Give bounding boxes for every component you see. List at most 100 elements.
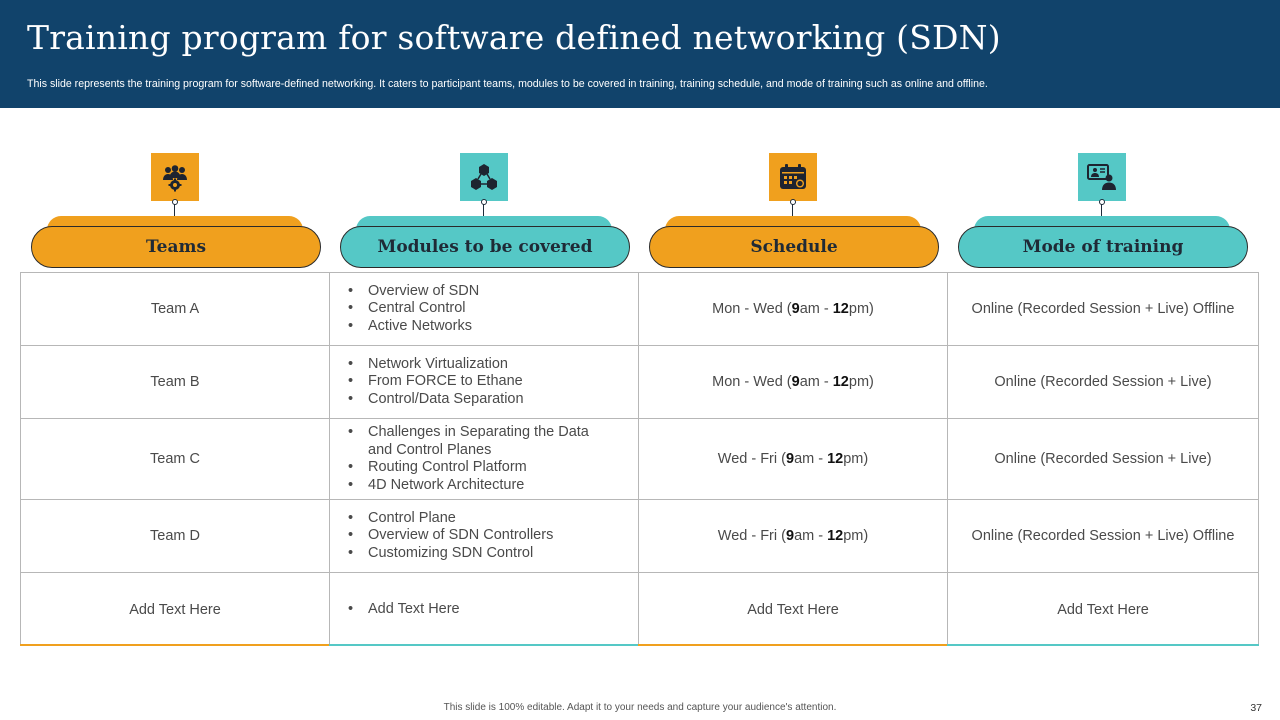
schedule-text: Mon - Wed (9am - 12pm) <box>712 374 874 390</box>
schedule-start: 9 <box>791 374 800 390</box>
schedule-start: 9 <box>785 528 795 544</box>
connector-dot <box>1098 199 1105 205</box>
list-item: Overview of SDN Controllers <box>348 527 553 545</box>
list-item: Routing Control Platform <box>348 459 610 477</box>
module-list: Overview of SDN Central Control Active N… <box>348 283 479 336</box>
table-cell-modules: Network Virtualization From FORCE to Eth… <box>329 345 639 419</box>
list-item: Add Text Here <box>348 601 460 619</box>
list-item: Control Plane <box>348 510 553 528</box>
header-pill-schedule: Schedule <box>649 226 939 268</box>
header-pill-modules: Modules to be covered <box>340 226 630 268</box>
footer-note: This slide is 100% editable. Adapt it to… <box>443 702 837 713</box>
table-cell-mode: Online (Recorded Session + Live) Offline <box>947 499 1259 573</box>
connector-line <box>1101 201 1102 217</box>
schedule-start-suffix: am - <box>794 451 828 467</box>
table-cell-team: Team B <box>20 345 330 419</box>
list-item: 4D Network Architecture <box>348 477 610 495</box>
table-cell-modules: Challenges in Separating the Data and Co… <box>329 418 639 500</box>
list-item: Customizing SDN Control <box>348 545 553 563</box>
header-pill-teams: Teams <box>31 226 321 268</box>
column-header-schedule: Schedule <box>649 153 939 269</box>
mode-text: Online (Recorded Session + Live) <box>994 451 1212 467</box>
hexagon-network-icon-graphic <box>471 164 497 190</box>
schedule-start-suffix: am - <box>799 301 833 317</box>
table-cell-schedule: Mon - Wed (9am - 12pm) <box>638 272 948 346</box>
hexagon-network-icon <box>460 153 508 201</box>
table-cell-team: Add Text Here <box>20 572 330 646</box>
connector-dot <box>480 199 487 205</box>
schedule-text: Wed - Fri (9am - 12pm) <box>717 451 869 467</box>
connector-dot <box>171 199 178 205</box>
schedule-days: Mon - Wed <box>712 374 783 390</box>
schedule-end-suffix: pm <box>843 451 864 467</box>
module-list: Challenges in Separating the Data and Co… <box>348 424 610 494</box>
table-cell-modules: Overview of SDN Central Control Active N… <box>329 272 639 346</box>
schedule-days: Wed - Fri <box>717 451 778 467</box>
mode-text: Add Text Here <box>1057 601 1149 618</box>
list-item: Central Control <box>348 300 479 318</box>
table-cell-schedule: Wed - Fri (9am - 12pm) <box>638 418 948 500</box>
list-item: From FORCE to Ethane <box>348 373 524 391</box>
schedule-end-suffix: pm <box>848 301 870 317</box>
table-cell-mode: Online (Recorded Session + Live) Offline <box>947 272 1259 346</box>
schedule-days: Wed - Fri <box>717 528 778 544</box>
list-item: Challenges in Separating the Data and Co… <box>348 424 610 459</box>
calendar-icon-graphic <box>780 164 806 189</box>
module-list: Network Virtualization From FORCE to Eth… <box>348 356 524 409</box>
table-cell-modules: Add Text Here <box>329 572 639 646</box>
team-gear-icon <box>151 153 199 201</box>
connector-line <box>483 201 484 217</box>
list-item: Network Virtualization <box>348 356 524 374</box>
schedule-start: 9 <box>785 451 795 467</box>
schedule-text: Add Text Here <box>747 601 839 618</box>
team-name: Team C <box>150 451 200 467</box>
schedule-start-suffix: am - <box>799 374 833 390</box>
schedule-end: 12 <box>832 374 849 390</box>
online-training-icon-graphic <box>1087 164 1116 190</box>
connector-line <box>792 201 793 217</box>
column-header-mode: Mode of training <box>958 153 1248 269</box>
table-cell-mode: Online (Recorded Session + Live) <box>947 345 1259 419</box>
schedule-end-suffix: pm <box>843 528 864 544</box>
column-underline <box>947 644 1259 646</box>
module-list: Add Text Here <box>348 601 460 619</box>
column-underline <box>638 644 948 646</box>
connector-dot <box>789 199 796 205</box>
calendar-icon <box>769 153 817 201</box>
page-title: Training program for software defined ne… <box>27 18 1001 57</box>
team-name: Team D <box>150 528 200 544</box>
table-cell-modules: Control Plane Overview of SDN Controller… <box>329 499 639 573</box>
connector-line <box>174 201 175 217</box>
list-item: Active Networks <box>348 318 479 336</box>
page-subtitle: This slide represents the training progr… <box>27 78 988 90</box>
header-pill-mode: Mode of training <box>958 226 1248 268</box>
header-banner: Training program for software defined ne… <box>0 0 1280 108</box>
module-list: Control Plane Overview of SDN Controller… <box>348 510 553 563</box>
schedule-start-suffix: am - <box>794 528 828 544</box>
table-cell-mode: Online (Recorded Session + Live) <box>947 418 1259 500</box>
team-gear-icon-graphic <box>163 165 187 192</box>
list-item: Overview of SDN <box>348 283 479 301</box>
schedule-start: 9 <box>791 301 800 317</box>
team-name: Team A <box>150 301 200 317</box>
mode-text: Online (Recorded Session + Live) Offline <box>971 528 1235 544</box>
page-number: 37 <box>1250 702 1262 714</box>
column-header-teams: Teams <box>31 153 321 269</box>
table-cell-schedule: Wed - Fri (9am - 12pm) <box>638 499 948 573</box>
list-item: Control/Data Separation <box>348 391 524 409</box>
schedule-text: Wed - Fri (9am - 12pm) <box>717 528 869 544</box>
schedule-end: 12 <box>827 528 844 544</box>
schedule-end-suffix: pm <box>848 374 870 390</box>
schedule-days: Mon - Wed <box>712 301 783 317</box>
table-cell-team: Team D <box>20 499 330 573</box>
table-cell-team: Team C <box>20 418 330 500</box>
online-training-icon <box>1078 153 1126 201</box>
column-underline <box>329 644 639 646</box>
table-cell-schedule: Mon - Wed (9am - 12pm) <box>638 345 948 419</box>
mode-text: Online (Recorded Session + Live) <box>994 374 1212 390</box>
mode-text: Online (Recorded Session + Live) Offline <box>971 301 1235 317</box>
team-name: Add Text Here <box>129 601 221 618</box>
module-text: 4D Network Architecture <box>368 476 525 493</box>
table-cell-mode: Add Text Here <box>947 572 1259 646</box>
column-header-modules: Modules to be covered <box>340 153 630 269</box>
